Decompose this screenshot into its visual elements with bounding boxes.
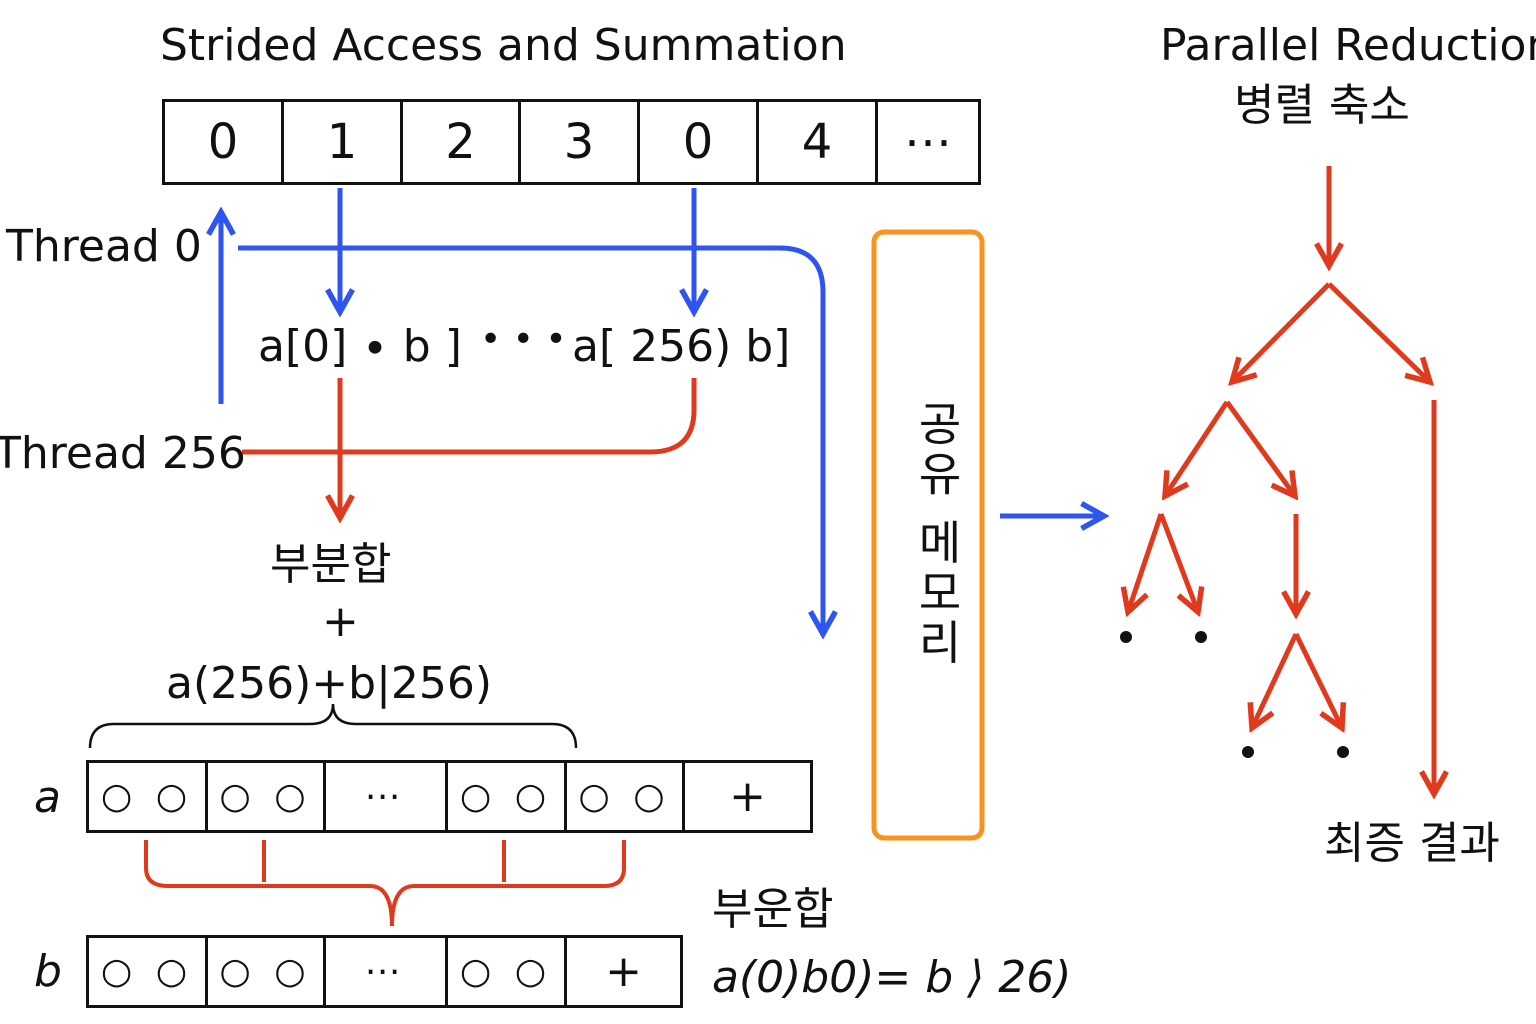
top-array-cell: 0 — [165, 102, 284, 182]
top-array-cell: 0 — [640, 102, 759, 182]
array-b-label: b — [34, 946, 62, 997]
bottom-expression: a(0)b0)= b ⟩ 26) — [712, 952, 1072, 1003]
plus-sign: + — [322, 596, 359, 647]
thread0-route-arrow — [238, 245, 823, 634]
shared-memory-box — [871, 229, 985, 841]
array-b-cell: ○ ○ — [208, 938, 326, 1005]
title-right-ko: 병렬 축소 — [1234, 80, 1410, 131]
array-a: ○ ○ ○ ○ ⋯ ○ ○ ○ ○ + — [86, 760, 813, 833]
thread256-label: Thread 256 — [0, 428, 246, 479]
tree-leaf-dots — [1120, 631, 1349, 758]
title-left: Strided Access and Summation — [160, 20, 847, 71]
top-array-cell: 3 — [521, 102, 640, 182]
array-a-cell: ⋯ — [326, 763, 448, 830]
product-dots: • • • — [480, 319, 567, 360]
top-array-cell: ⋯ — [904, 114, 952, 170]
top-array-cell: 2 — [403, 102, 521, 182]
array-b: ○ ○ ○ ○ ⋯ ○ ○ + — [86, 935, 683, 1008]
thread0-label: Thread 0 — [6, 221, 202, 272]
array-a-cell: + — [729, 771, 766, 822]
reduction-tree — [1128, 166, 1434, 794]
title-right-en: Parallel Reduction — [1160, 20, 1536, 71]
top-array-cell: 1 — [284, 102, 403, 182]
final-result-label: 최증 결과 — [1324, 818, 1500, 869]
partial-expression: a(256)+b|256) — [166, 658, 493, 709]
array-b-cell: ○ ○ — [89, 938, 208, 1005]
array-a-cell: ○ ○ — [208, 763, 326, 830]
product-right-label: a[ 256) b] — [572, 321, 791, 372]
top-brace — [88, 703, 578, 749]
partial-sum-label: 부분합 — [270, 539, 392, 590]
array-b-cell: ○ ○ — [448, 938, 567, 1005]
thread256-route — [242, 378, 697, 455]
array-a-cell: ○ ○ — [567, 763, 685, 830]
shared-memory-label: 공유 메모리 — [910, 400, 964, 669]
array-b-cell: + — [605, 946, 642, 997]
product-left-label: a[0] ∙ b ] — [258, 321, 462, 372]
top-array: 0 1 2 3 0 4 ⋯ — [162, 99, 981, 185]
bottom-sum-label: 부운합 — [712, 884, 834, 935]
top-array-cell: 4 — [759, 102, 878, 182]
red-bracket — [144, 840, 626, 927]
array-b-cell: ⋯ — [326, 938, 448, 1005]
array-a-label: a — [34, 772, 61, 823]
array-a-cell: ○ ○ — [89, 763, 208, 830]
array-a-cell: ○ ○ — [448, 763, 567, 830]
